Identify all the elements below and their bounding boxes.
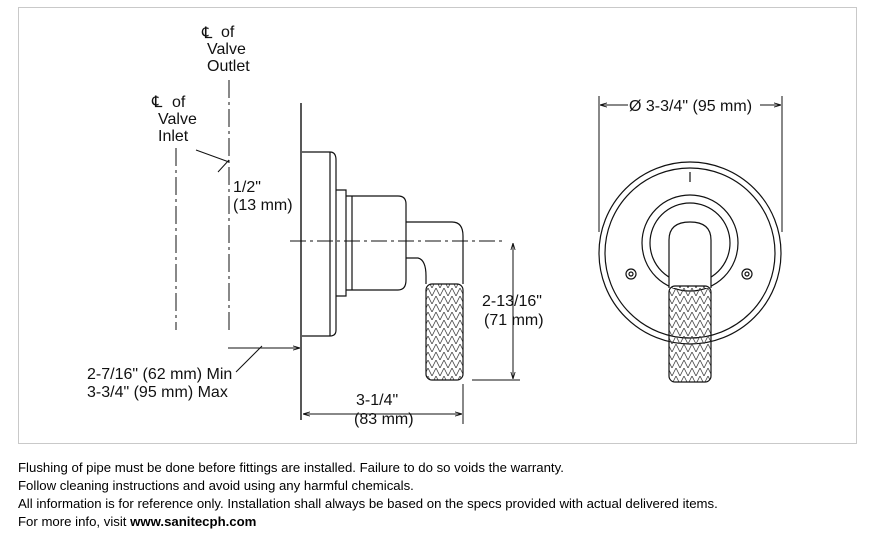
cl-inlet-line3: Inlet [158,128,189,145]
centerline-inlet-label: ℄ of Valve Inlet [151,94,197,145]
note-reference: All information is for reference only. I… [18,496,718,511]
centerline-outlet-label: ℄ of Valve Outlet [201,24,250,75]
lever-front [668,221,712,288]
centerline-symbol: ℄ [201,25,213,42]
knurled-grip-side [425,283,464,381]
hub-body [346,195,407,291]
trim-plate [302,151,337,337]
note-more-info-prefix: For more info, visit [18,514,131,529]
notes-block: Flushing of pipe must be done before fit… [18,459,718,531]
projection-dim-line1: 3-1/4" [356,392,398,409]
side-view [300,103,464,420]
depth-dim-line2: 3-3/4" (95 mm) Max [87,384,228,401]
height-dim-line2: (71 mm) [484,312,544,329]
cl-outlet-line2: Valve [207,41,246,58]
screw-left-inner [628,271,634,277]
offset-dim-line1: 1/2" [233,179,261,196]
note-cleaning: Follow cleaning instructions and avoid u… [18,478,414,493]
technical-drawing: ℄ of Valve Outlet ℄ of Valve Inlet 1/2" … [87,24,783,428]
screw-left [625,268,637,280]
height-dim-line1: 2-13/16" [482,293,542,310]
offset-leader-2 [217,159,230,173]
offset-leader [195,149,230,163]
website-link[interactable]: www.sanitecph.com [130,514,257,529]
diameter-dim-label: Ø 3-3/4" (95 mm) [629,98,752,115]
lever-top [406,221,464,284]
depth-dim-line1: 2-7/16" (62 mm) Min [87,366,232,383]
front-view [598,161,782,383]
projection-dim-line2: (83 mm) [354,411,414,428]
knurled-grip-front [668,285,712,383]
cl-inlet-line2: Valve [158,111,197,128]
hub-step [336,189,347,297]
cl-outlet-line1: of [221,24,235,41]
screw-right [741,268,753,280]
depth-leader [235,345,263,373]
drawing-frame [18,7,857,444]
cl-outlet-line3: Outlet [207,58,250,75]
cl-inlet-line1: of [172,94,186,111]
lever-inner [406,257,427,284]
centerline-symbol: ℄ [151,94,163,111]
offset-dim-line2: (13 mm) [233,197,293,214]
screw-right-inner [744,271,750,277]
note-flushing: Flushing of pipe must be done before fit… [18,460,564,475]
note-more-info: For more info, visit www.sanitecph.com [18,513,718,531]
